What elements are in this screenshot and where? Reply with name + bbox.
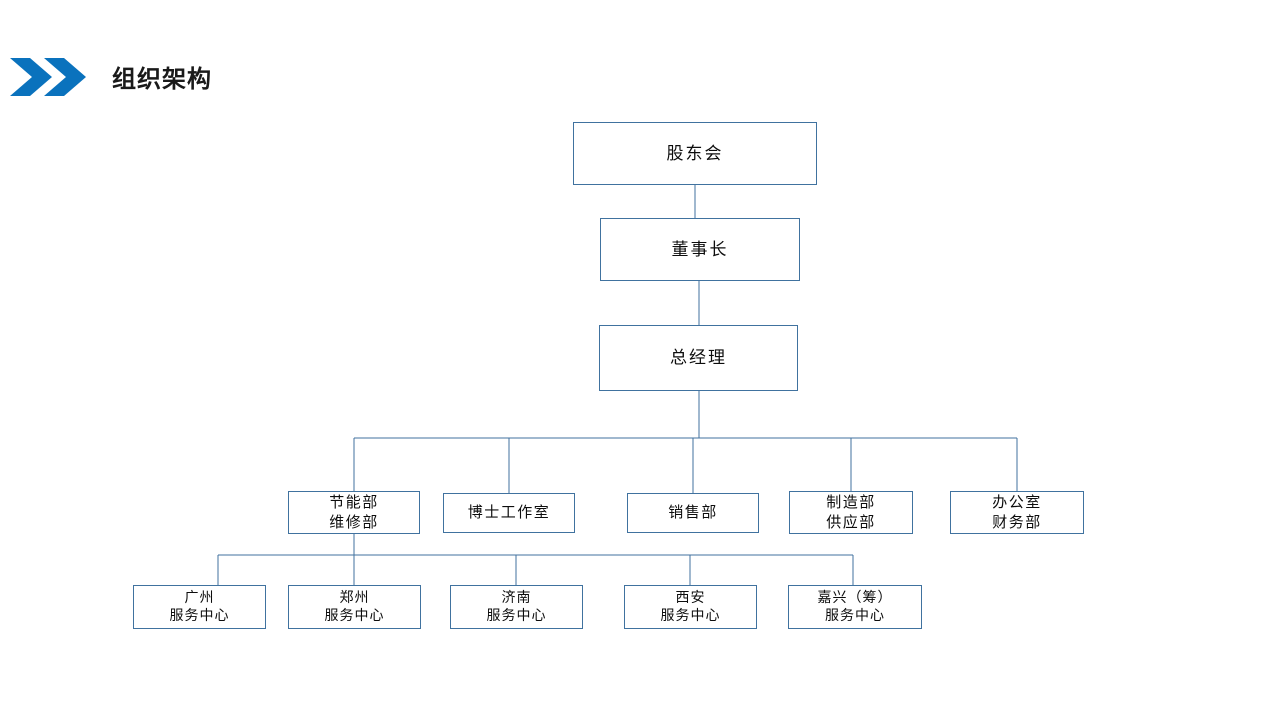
node-label-line-1: 济南 bbox=[501, 589, 532, 606]
node-label-line-1: 广州 bbox=[184, 589, 215, 606]
node-general-manager[interactable]: 总经理 bbox=[599, 325, 798, 391]
node-jiaxing-service-center[interactable]: 嘉兴（筹） 服务中心 bbox=[788, 585, 922, 629]
node-sales[interactable]: 销售部 bbox=[627, 493, 759, 533]
page-header: 组织架构 bbox=[0, 48, 1280, 108]
node-label-line-1: 西安 bbox=[675, 589, 706, 606]
node-label-line-2: 供应部 bbox=[826, 513, 876, 531]
node-label-line-2: 服务中心 bbox=[486, 607, 547, 623]
node-label-line-2: 服务中心 bbox=[324, 607, 385, 623]
node-label-line: 博士工作室 bbox=[467, 504, 551, 522]
node-xian-service-center[interactable]: 西安 服务中心 bbox=[624, 585, 757, 629]
node-doctor-studio[interactable]: 博士工作室 bbox=[443, 493, 575, 533]
node-label-line: 总经理 bbox=[670, 348, 727, 368]
node-guangzhou-service-center[interactable]: 广州 服务中心 bbox=[133, 585, 266, 629]
node-label-line-2: 服务中心 bbox=[660, 607, 721, 623]
double-chevron-right-icon bbox=[8, 56, 92, 98]
node-label-line: 董事长 bbox=[671, 239, 729, 259]
node-shareholders[interactable]: 股东会 bbox=[573, 122, 817, 185]
node-label-line-1: 节能部 bbox=[329, 494, 379, 512]
node-manufacturing-supply[interactable]: 制造部 供应部 bbox=[789, 491, 913, 534]
node-chairman[interactable]: 董事长 bbox=[600, 218, 800, 281]
node-label-line-1: 郑州 bbox=[339, 589, 370, 606]
node-label-line: 股东会 bbox=[666, 143, 724, 163]
node-energy-maintenance[interactable]: 节能部 维修部 bbox=[288, 491, 420, 534]
node-label-line-1: 办公室 bbox=[992, 494, 1042, 512]
node-jinan-service-center[interactable]: 济南 服务中心 bbox=[450, 585, 583, 629]
node-zhengzhou-service-center[interactable]: 郑州 服务中心 bbox=[288, 585, 421, 629]
node-label-line-2: 服务中心 bbox=[825, 607, 885, 623]
node-label-line: 销售部 bbox=[668, 504, 718, 522]
node-label-line-1: 制造部 bbox=[826, 494, 876, 512]
page-title: 组织架构 bbox=[112, 66, 212, 93]
node-label-line-2: 财务部 bbox=[992, 513, 1042, 531]
node-label-line-1: 嘉兴（筹） bbox=[817, 589, 893, 606]
node-label-line-2: 维修部 bbox=[329, 513, 379, 531]
node-label-line-2: 服务中心 bbox=[169, 607, 230, 623]
node-office-finance[interactable]: 办公室 财务部 bbox=[950, 491, 1084, 534]
